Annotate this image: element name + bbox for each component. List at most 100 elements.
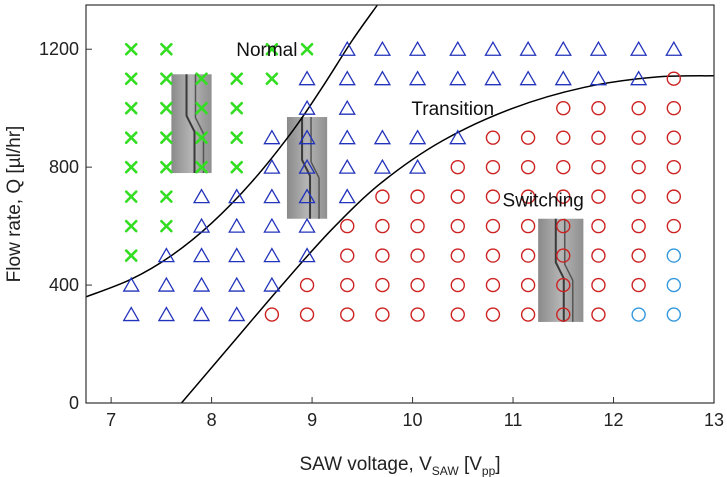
point-switching bbox=[631, 248, 646, 263]
point-switching bbox=[450, 307, 465, 322]
x-axis-title-unit-close: ] bbox=[495, 454, 500, 475]
point-transition bbox=[298, 158, 316, 174]
point-switching bbox=[666, 100, 682, 116]
point-switching bbox=[340, 248, 355, 263]
point-transition bbox=[122, 306, 140, 322]
point-normal bbox=[124, 190, 138, 203]
point-switching bbox=[299, 277, 315, 293]
point-transition bbox=[228, 188, 246, 204]
point-transition bbox=[192, 276, 211, 292]
point-transition bbox=[589, 70, 608, 86]
point-normal bbox=[265, 42, 279, 56]
point-switching bbox=[485, 189, 501, 204]
y-tick-label: 1200 bbox=[39, 39, 79, 59]
x-tick-label: 7 bbox=[106, 410, 116, 430]
point-switching bbox=[375, 218, 390, 234]
point-other bbox=[631, 307, 646, 322]
point-switching bbox=[375, 277, 390, 293]
point-switching bbox=[485, 248, 501, 263]
point-switching bbox=[556, 248, 571, 263]
point-normal bbox=[160, 190, 173, 203]
point-transition bbox=[338, 40, 356, 56]
normal-transition-boundary bbox=[85, 4, 379, 298]
point-switching bbox=[485, 218, 501, 234]
micrograph-insets bbox=[171, 74, 584, 322]
point-switching bbox=[591, 189, 606, 204]
point-switching bbox=[631, 100, 646, 116]
point-switching bbox=[520, 159, 536, 175]
point-normal bbox=[230, 131, 244, 144]
point-switching bbox=[485, 277, 501, 293]
point-switching bbox=[666, 130, 682, 145]
point-switching bbox=[666, 218, 682, 234]
point-switching bbox=[556, 100, 571, 116]
y-axis-title: Flow rate, Q [µl/hr] bbox=[4, 126, 25, 283]
point-transition bbox=[228, 217, 246, 233]
point-switching bbox=[410, 189, 425, 204]
point-normal bbox=[195, 131, 208, 144]
point-switching bbox=[375, 189, 390, 204]
point-switching bbox=[556, 218, 571, 234]
point-switching bbox=[556, 130, 571, 145]
region-label-switching: Switching bbox=[503, 191, 584, 212]
point-transition bbox=[192, 217, 211, 233]
point-transition bbox=[298, 247, 316, 263]
point-switching bbox=[666, 159, 682, 175]
point-switching bbox=[340, 307, 355, 322]
point-switching bbox=[591, 159, 606, 175]
point-switching bbox=[450, 159, 465, 175]
point-switching bbox=[299, 307, 315, 322]
point-transition bbox=[408, 129, 427, 145]
point-switching bbox=[556, 159, 571, 175]
point-switching bbox=[485, 130, 501, 145]
point-switching bbox=[591, 218, 606, 234]
point-switching bbox=[450, 189, 465, 204]
point-switching bbox=[410, 277, 425, 293]
point-transition bbox=[338, 70, 356, 86]
point-transition bbox=[554, 70, 572, 86]
point-transition bbox=[298, 188, 316, 204]
point-switching bbox=[591, 277, 606, 293]
point-transition bbox=[228, 306, 246, 322]
point-normal bbox=[160, 101, 173, 115]
y-tick-label: 0 bbox=[69, 393, 79, 413]
point-switching bbox=[450, 218, 465, 234]
point-transition bbox=[554, 40, 572, 56]
point-normal bbox=[265, 72, 279, 86]
plot-frame bbox=[85, 4, 715, 404]
point-transition bbox=[157, 276, 176, 292]
point-switching bbox=[631, 277, 646, 293]
point-transition bbox=[192, 247, 211, 263]
point-switching bbox=[375, 248, 390, 263]
point-transition bbox=[263, 217, 281, 233]
point-normal bbox=[124, 72, 138, 86]
point-transition bbox=[228, 276, 246, 292]
point-transition bbox=[338, 188, 356, 204]
point-switching bbox=[591, 130, 606, 145]
point-transition bbox=[408, 70, 427, 86]
region-label-transition: Transition bbox=[411, 99, 494, 120]
x-tick-label: 8 bbox=[207, 410, 217, 430]
point-transition bbox=[263, 188, 281, 204]
point-normal bbox=[230, 160, 244, 174]
point-switching bbox=[375, 307, 390, 322]
point-switching bbox=[410, 248, 425, 263]
point-transition bbox=[373, 129, 392, 145]
point-transition bbox=[338, 99, 356, 115]
point-transition bbox=[298, 70, 316, 86]
point-switching bbox=[520, 130, 536, 145]
point-switching bbox=[450, 248, 465, 263]
point-transition bbox=[373, 40, 392, 56]
point-switching bbox=[410, 307, 425, 322]
regime-boundaries bbox=[85, 4, 715, 404]
transition-inset bbox=[286, 117, 328, 219]
point-transition bbox=[519, 70, 537, 86]
y-tick-label: 400 bbox=[49, 275, 79, 295]
point-switching bbox=[520, 218, 536, 234]
series-switching bbox=[264, 71, 682, 322]
point-transition bbox=[157, 247, 176, 263]
point-switching bbox=[485, 307, 501, 322]
point-transition bbox=[338, 158, 356, 174]
